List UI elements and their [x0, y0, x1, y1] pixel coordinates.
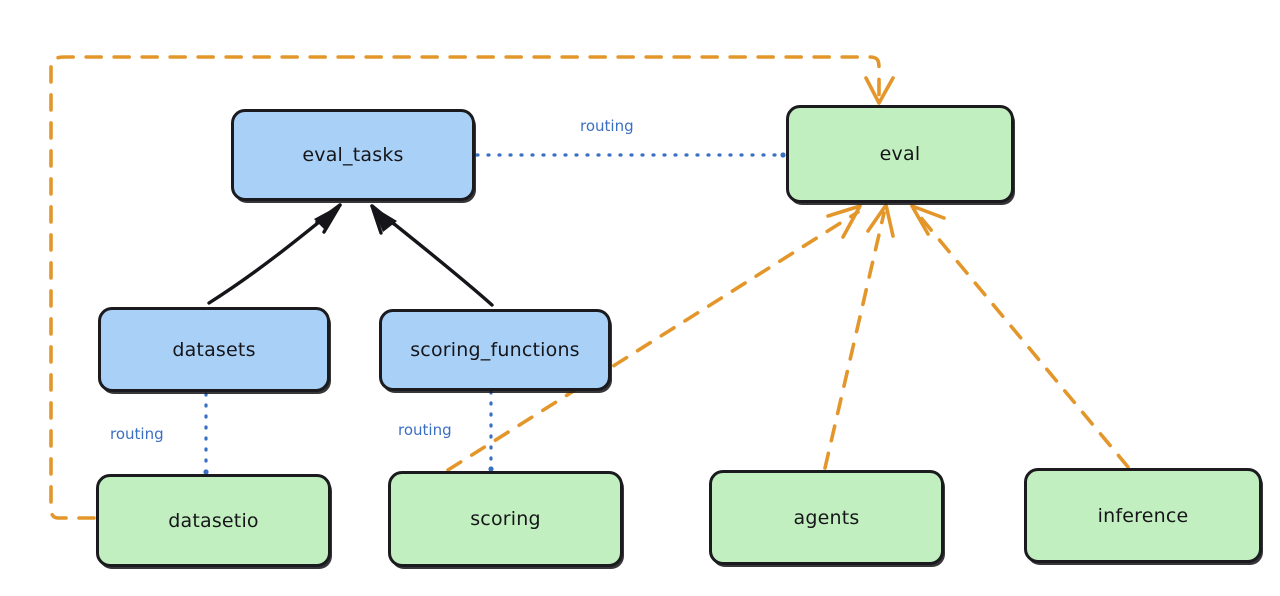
node-label: scoring_functions — [410, 339, 580, 361]
node-scoring[interactable]: scoring — [388, 471, 623, 567]
edge-agents-to-eval — [823, 203, 895, 470]
node-inference[interactable]: inference — [1024, 468, 1262, 563]
edge-label-routing-datasets: routing — [110, 425, 164, 443]
node-label: scoring — [470, 508, 541, 530]
edge-scoring-functions-to-scoring — [488, 390, 494, 472]
node-eval-tasks[interactable]: eval_tasks — [231, 109, 475, 201]
edge-datasets-to-eval-tasks — [207, 203, 342, 305]
node-agents[interactable]: agents — [709, 470, 944, 565]
node-label: datasetio — [168, 509, 259, 532]
node-eval[interactable]: eval — [786, 105, 1014, 203]
edge-label-routing-scoring-functions: routing — [398, 421, 452, 439]
edge-inference-to-eval — [910, 204, 1130, 469]
edge-eval-tasks-to-eval — [475, 152, 786, 158]
node-label: inference — [1097, 504, 1189, 527]
node-datasets[interactable]: datasets — [98, 307, 330, 392]
edge-scoring-to-eval — [446, 204, 862, 472]
edge-label-routing-eval-tasks: routing — [580, 117, 634, 135]
node-scoring-functions[interactable]: scoring_functions — [379, 309, 611, 391]
edge-scoring-functions-to-eval-tasks — [370, 204, 494, 307]
node-label: datasets — [172, 338, 256, 361]
edge-datasets-to-datasetio — [203, 392, 209, 475]
node-datasetio[interactable]: datasetio — [96, 474, 331, 567]
node-label: eval_tasks — [302, 144, 404, 166]
edge-datasetio-to-eval — [49, 55, 895, 520]
node-label: agents — [793, 506, 860, 529]
node-label: eval — [879, 143, 921, 165]
